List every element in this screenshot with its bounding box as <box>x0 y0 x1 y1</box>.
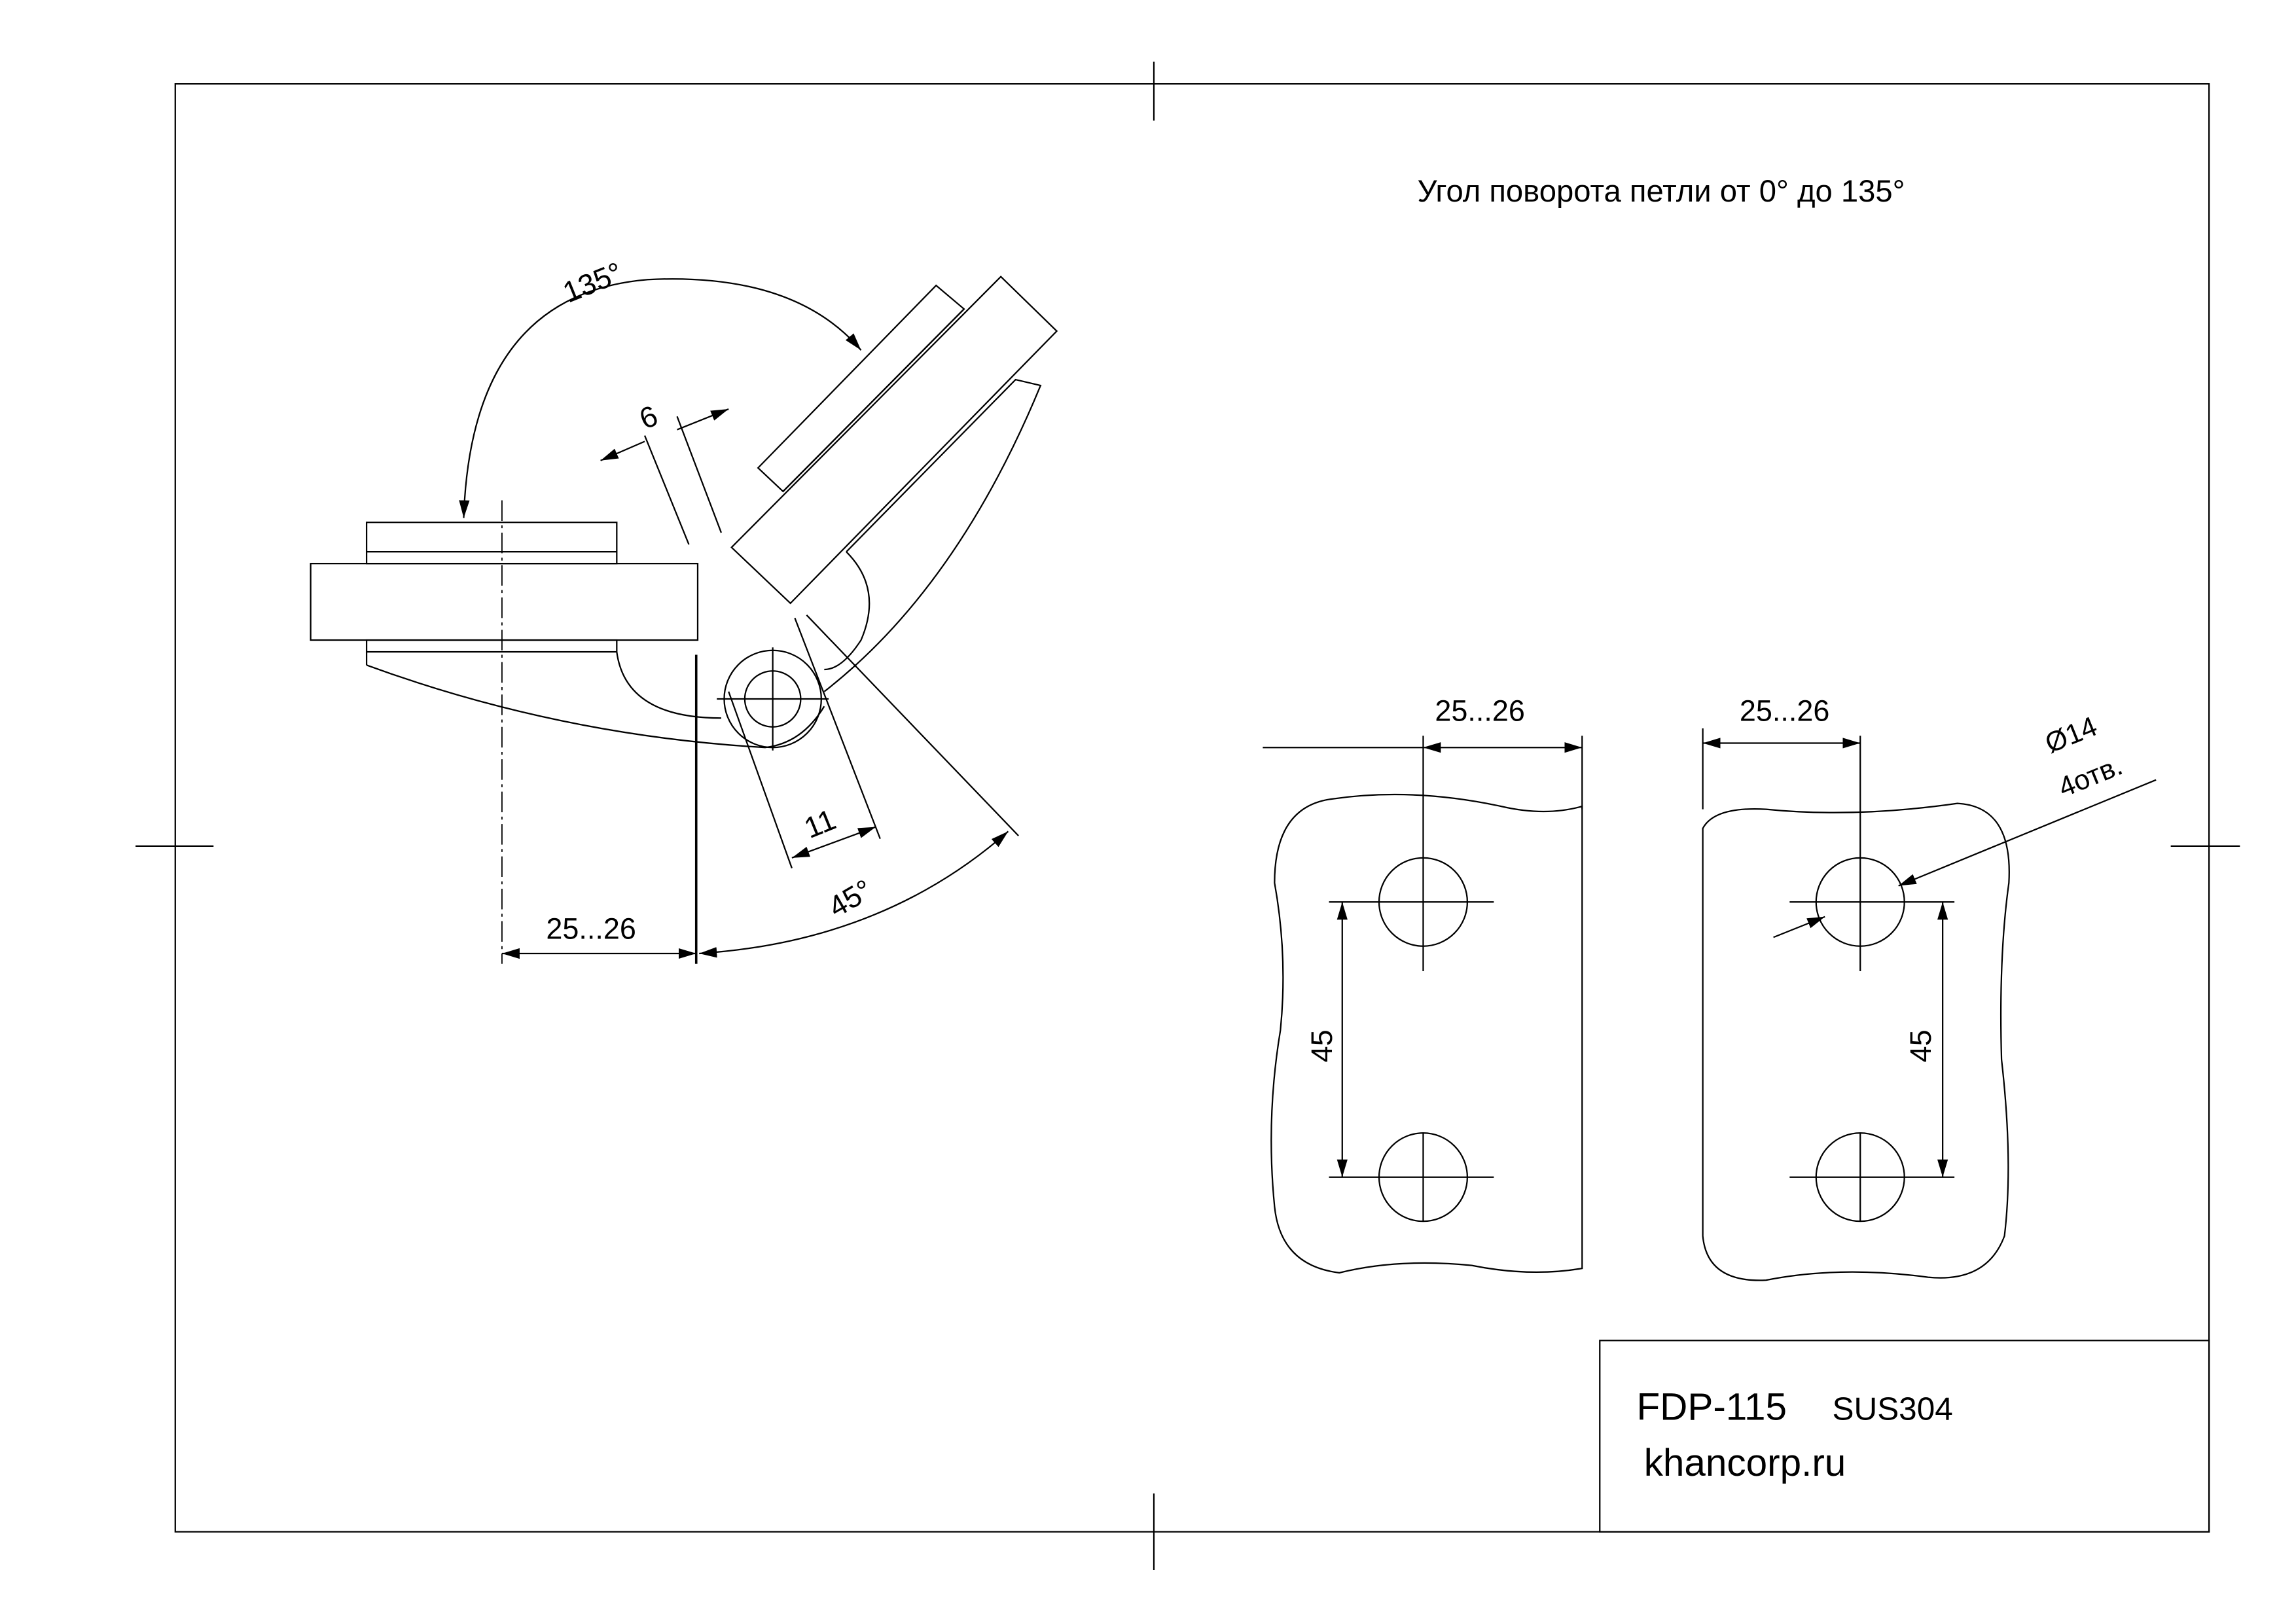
plate-right-spacing: 45 <box>1904 1029 1937 1062</box>
hole-diameter: Ø14 <box>2041 711 2102 760</box>
sheet-frame <box>174 83 2210 1533</box>
center-marks <box>135 62 2240 1571</box>
plate-right-width: 25...26 <box>1740 694 1829 728</box>
hinge-side-view: 6 11 45° 135° 25...26 <box>310 255 1058 964</box>
material: SUS304 <box>1833 1391 1953 1427</box>
hole-count: 4отв. <box>2054 750 2126 804</box>
dim-offset: 25...26 <box>546 912 636 945</box>
title-block: FDP-115 SUS304 khancorp.ru <box>1599 1340 2210 1533</box>
plate-left-spacing: 45 <box>1305 1029 1338 1062</box>
website: khancorp.ru <box>1644 1442 1846 1484</box>
plate-right-view: 25...26 45 Ø14 4отв. <box>1702 694 2157 1281</box>
model-code: FDP-115 <box>1636 1386 1787 1429</box>
dim-gap: 6 <box>635 399 662 436</box>
plate-left-width: 25...26 <box>1435 694 1524 728</box>
angle-open: 135° <box>558 255 627 309</box>
dim-knuckle: 11 <box>800 802 840 845</box>
rotation-note: Угол поворота петли от 0° до 135° <box>1417 174 1905 209</box>
plate-left-view: 25...26 45 <box>1263 694 1583 1274</box>
